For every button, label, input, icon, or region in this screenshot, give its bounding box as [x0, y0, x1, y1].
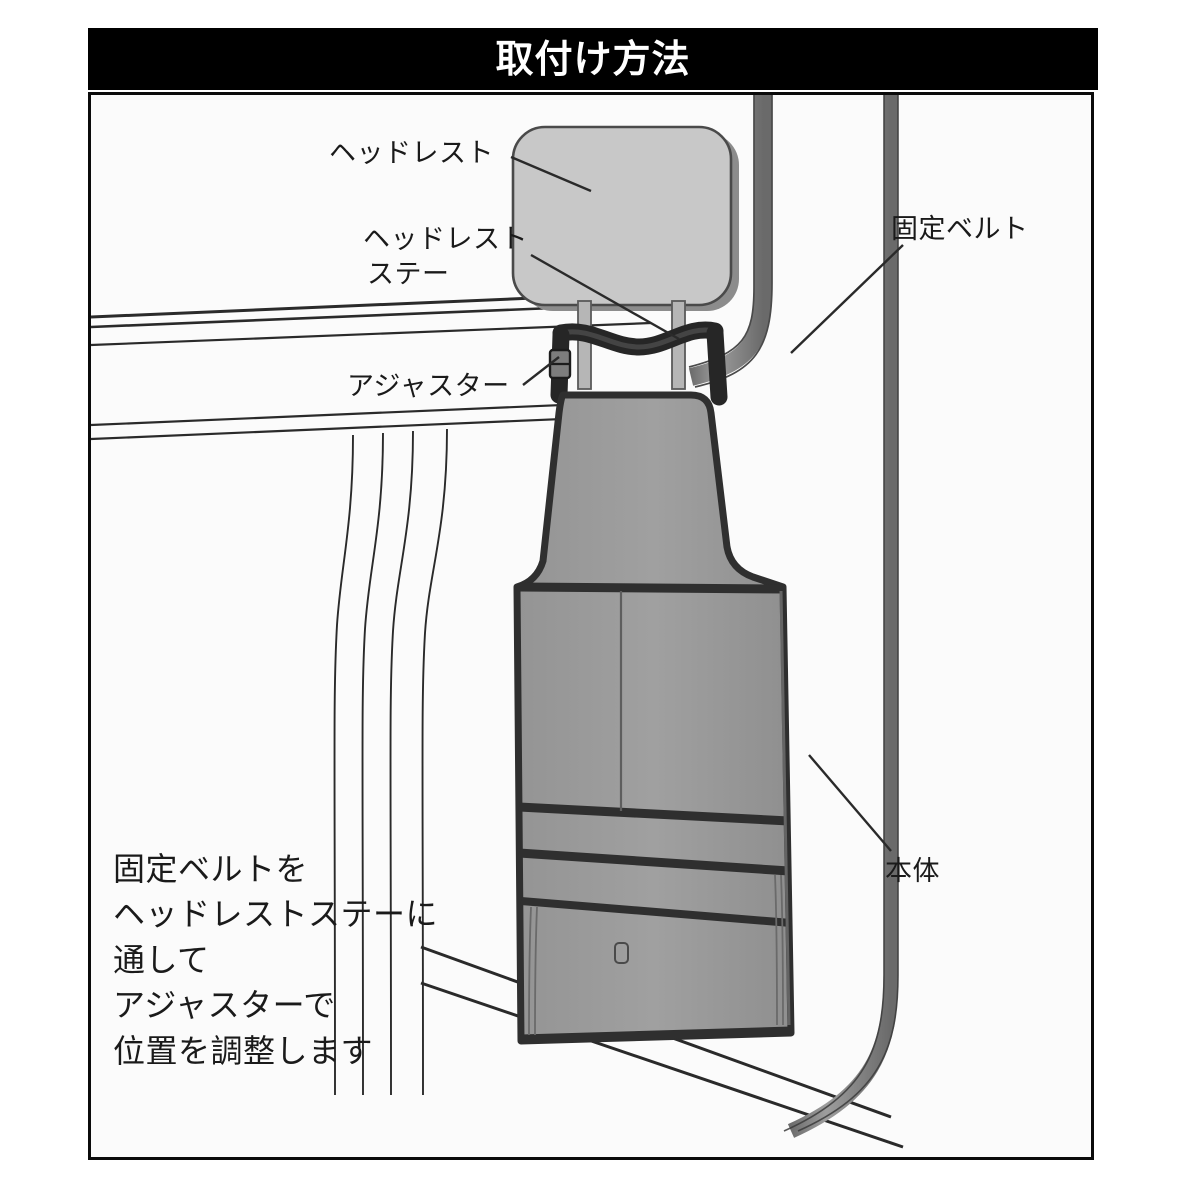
instruction-line-3: 通して	[113, 940, 210, 979]
seat-back-organizer	[513, 391, 795, 1045]
callout-adjuster: アジャスター	[347, 371, 510, 402]
instruction-line-4: アジャスターで	[113, 986, 336, 1025]
page-title: 取付け方法	[495, 37, 691, 81]
installation-illustration	[91, 95, 904, 1149]
fixing-belt-strap-right	[783, 95, 899, 1138]
callout-headrest-stay-line1: ヘッドレスト	[363, 224, 528, 255]
instruction-line-1: 固定ベルトを	[113, 850, 309, 888]
callout-leader-lines	[510, 155, 904, 852]
callout-fixing-belt: 固定ベルト	[891, 214, 1029, 245]
instruction-line-5: 位置を調整します	[113, 1031, 374, 1070]
callout-headrest-stay-line2: ステー	[367, 258, 450, 290]
adjuster-buckle	[548, 348, 572, 380]
callout-main-body: 本体	[885, 856, 940, 887]
title-banner: 取付け方法	[88, 28, 1098, 90]
callout-headrest-stay: ヘッドレスト ステー	[363, 223, 528, 292]
instruction-line-2: ヘッドレストステーに	[113, 895, 439, 934]
headrest	[511, 125, 739, 311]
diagram-frame: ヘッドレスト ヘッドレスト ステー アジャスター 固定ベルト 本体 固定ベルトを…	[88, 92, 1094, 1160]
instruction-text-block: 固定ベルトを ヘッドレストステーに 通して アジャスターで 位置を調整します	[113, 847, 438, 1074]
callout-headrest: ヘッドレスト	[329, 138, 494, 169]
